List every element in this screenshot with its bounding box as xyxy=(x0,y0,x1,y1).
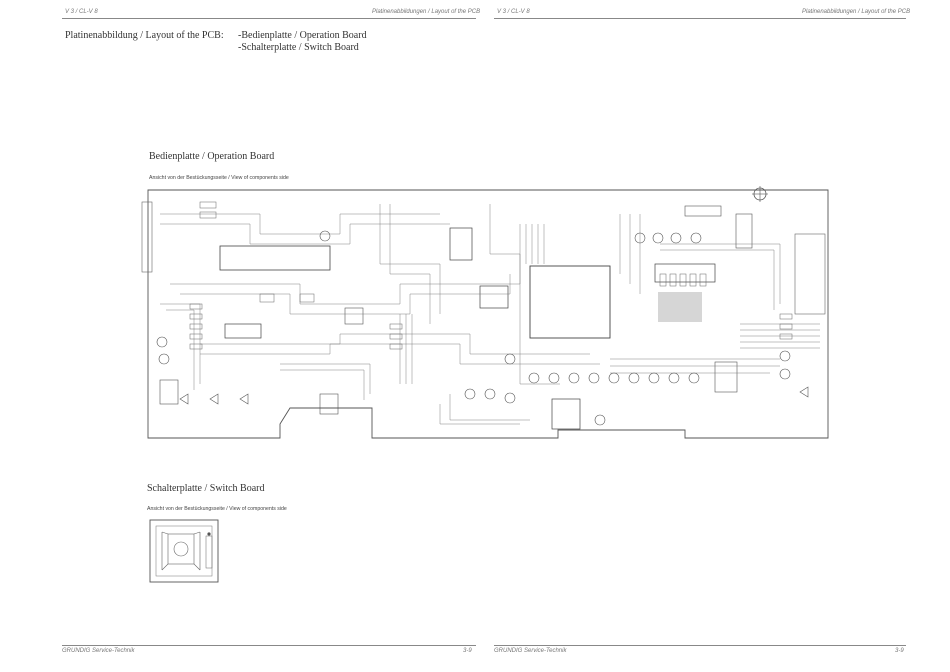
footer-page-right: 3-9 xyxy=(895,648,904,654)
footer-rule-right xyxy=(494,645,906,646)
header-model-right: V 3 / CL-V 8 xyxy=(497,9,530,15)
header-caption-right: Platinenabbildungen / Layout of the PCB xyxy=(802,9,911,15)
operation-board-title: Bedienplatte / Operation Board xyxy=(149,151,275,162)
header-model-left: V 3 / CL-V 8 xyxy=(65,9,98,15)
title-item-operation-board: -Bedienplatte / Operation Board xyxy=(238,30,367,41)
header-rule-left xyxy=(62,18,476,19)
operation-board-subtitle: Ansicht von der Bestückungsseite / View … xyxy=(149,175,289,181)
header-rule-right xyxy=(494,18,906,19)
operation-board-pcb-drawing xyxy=(141,186,829,439)
footer-brand-right: GRUNDIG Service-Technik xyxy=(494,648,567,654)
header-caption-left: Platinenabbildungen / Layout of the PCB xyxy=(372,9,481,15)
switch-board-pcb-drawing xyxy=(149,519,219,583)
switch-board-subtitle: Ansicht von der Bestückungsseite / View … xyxy=(147,506,287,512)
footer-brand-left: GRUNDIG Service-Technik xyxy=(62,648,135,654)
title-items: -Bedienplatte / Operation Board -Schalte… xyxy=(238,30,367,54)
footer-page-left: 3-9 xyxy=(463,648,472,654)
switch-board-title: Schalterplatte / Switch Board xyxy=(147,483,265,494)
title-item-switch-board: -Schalterplatte / Switch Board xyxy=(238,42,359,53)
page-title: Platinenabbildung / Layout of the PCB: xyxy=(65,30,224,41)
footer-rule-left xyxy=(62,645,476,646)
